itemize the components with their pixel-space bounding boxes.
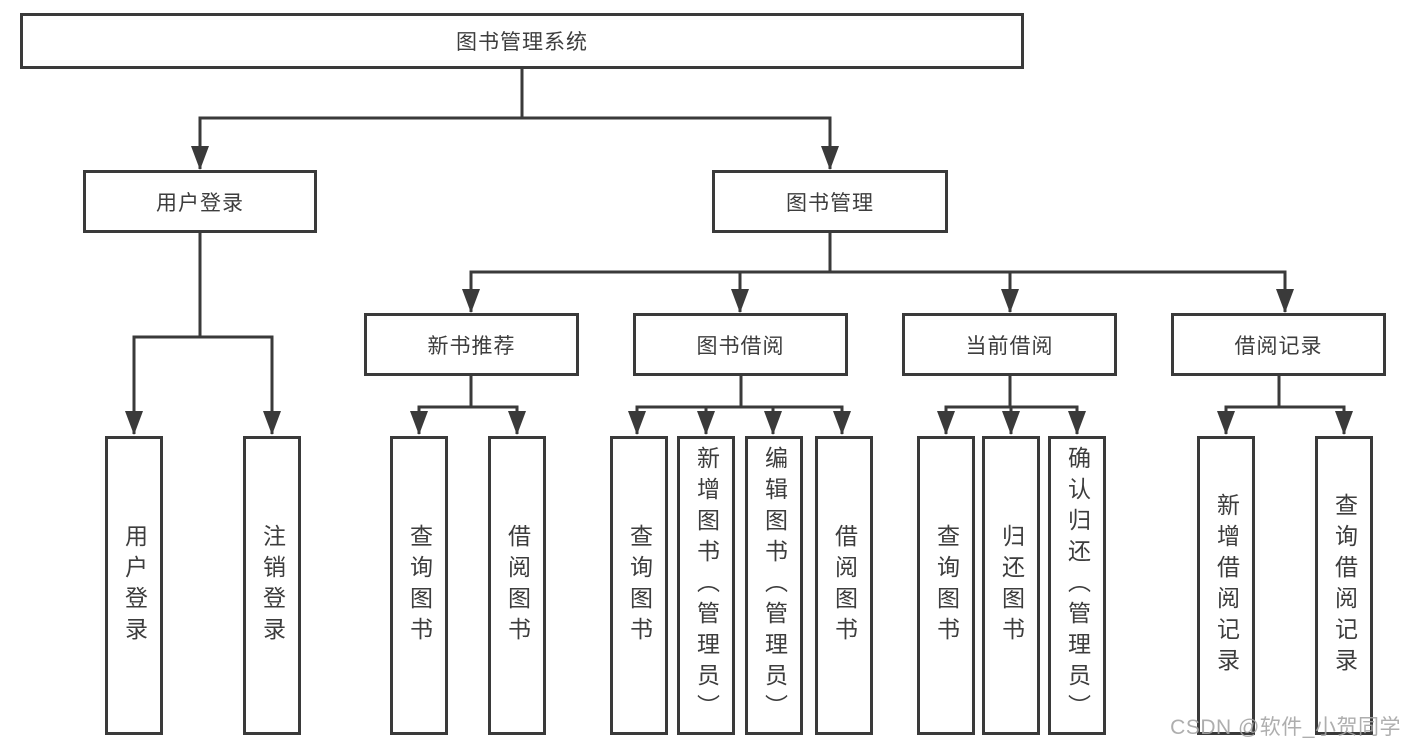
- node-user-login-label: 用户登录: [156, 191, 244, 215]
- leaf-logout: 注销登录: [243, 436, 301, 735]
- leaf-user-login: 用户登录: [105, 436, 163, 735]
- leaf-new-query-books: 查询图书: [390, 436, 448, 735]
- leaf-borrow-edit-books: 编辑图书（管理员）: [745, 436, 803, 735]
- leaf-borrow-query-books: 查询图书: [610, 436, 668, 735]
- leaf-current-confirm-return: 确认归还（管理员）: [1048, 436, 1106, 735]
- connector-new-books-stem: [417, 376, 519, 409]
- leaf-records-query-record-label: 查询借阅记录: [1331, 492, 1358, 679]
- leaf-records-query-record: 查询借阅记录: [1315, 436, 1373, 735]
- leaf-borrow-add-books: 新增图书（管理员）: [677, 436, 735, 735]
- leaf-borrow-add-books-label: 新增图书（管理员）: [693, 446, 720, 725]
- leaf-current-confirm-return-label: 确认归还（管理员）: [1064, 446, 1091, 725]
- node-book-borrow: 图书借阅: [633, 313, 848, 376]
- leaf-current-return-books-label: 归还图书: [998, 523, 1025, 648]
- leaf-borrow-query-books-label: 查询图书: [626, 523, 653, 648]
- node-borrow-records-label: 借阅记录: [1234, 334, 1323, 358]
- node-user-login: 用户登录: [83, 170, 317, 233]
- node-current-borrow: 当前借阅: [902, 313, 1117, 376]
- connector-root-stem: [198, 68, 832, 120]
- leaf-borrow-borrow-books: 借阅图书: [815, 436, 873, 735]
- connector-user-login-stem: [132, 233, 274, 339]
- connector-current-borrow-stem: [944, 376, 1079, 409]
- connector-borrow-records-stem: [1224, 376, 1346, 409]
- connector-book-mgmt-stem: [469, 233, 1287, 274]
- node-root: 图书管理系统: [20, 13, 1024, 69]
- node-book-borrow-label: 图书借阅: [696, 334, 785, 358]
- leaf-current-return-books: 归还图书: [982, 436, 1040, 735]
- leaf-new-query-books-label: 查询图书: [406, 523, 433, 648]
- watermark: CSDN @软件_小贺同学: [1170, 716, 1401, 739]
- leaf-current-query-books: 查询图书: [917, 436, 975, 735]
- node-current-borrow-label: 当前借阅: [965, 334, 1054, 358]
- leaf-current-query-books-label: 查询图书: [933, 523, 960, 648]
- connector-book-borrow-stem: [635, 376, 844, 409]
- leaf-borrow-edit-books-label: 编辑图书（管理员）: [761, 446, 788, 725]
- leaf-logout-label: 注销登录: [259, 523, 286, 648]
- leaf-records-add-record: 新增借阅记录: [1197, 436, 1255, 735]
- leaf-records-add-record-label: 新增借阅记录: [1213, 492, 1240, 679]
- node-book-mgmt-label: 图书管理: [786, 191, 874, 215]
- node-new-books: 新书推荐: [364, 313, 579, 376]
- node-borrow-records: 借阅记录: [1171, 313, 1386, 376]
- leaf-new-borrow-books: 借阅图书: [488, 436, 546, 735]
- leaf-user-login-label: 用户登录: [121, 523, 148, 648]
- node-new-books-label: 新书推荐: [427, 334, 516, 358]
- leaf-new-borrow-books-label: 借阅图书: [504, 523, 531, 648]
- node-root-label: 图书管理系统: [456, 31, 588, 54]
- leaf-borrow-borrow-books-label: 借阅图书: [831, 523, 858, 648]
- node-book-mgmt: 图书管理: [712, 170, 948, 233]
